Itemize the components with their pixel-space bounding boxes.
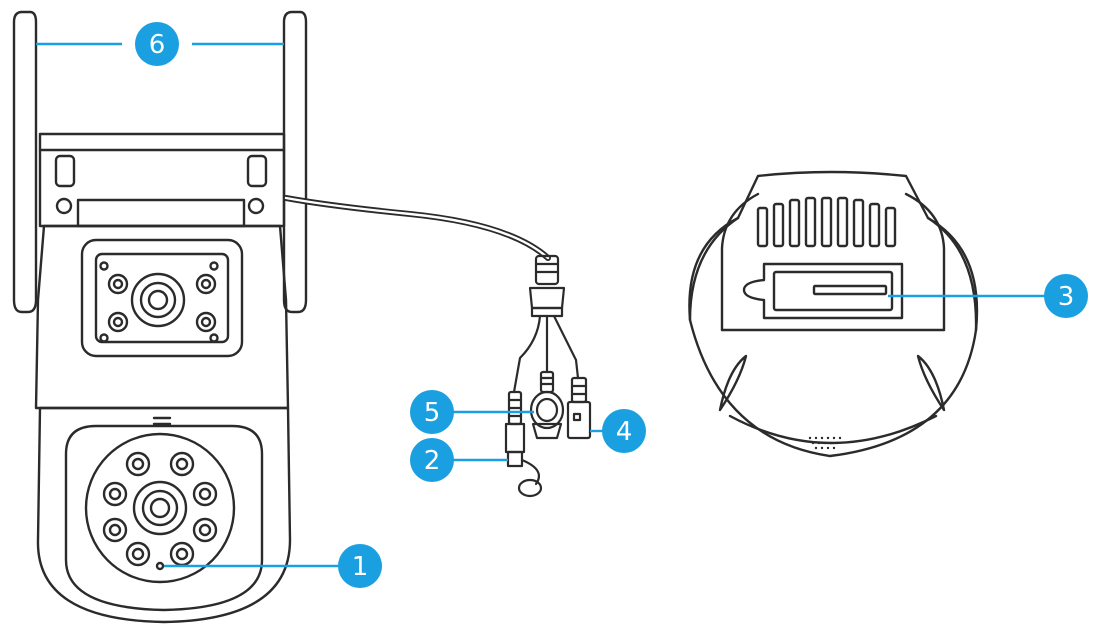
vent-grille (756, 196, 897, 248)
network-port-connector (566, 376, 592, 440)
callout-5: 5 (410, 390, 454, 434)
callout-2: 2 (410, 438, 454, 482)
cable-connectors (283, 195, 592, 498)
callout-1: 1 (338, 544, 382, 588)
dc-power-connector (504, 390, 543, 498)
ethernet-connector (529, 370, 565, 440)
camera-front-view (12, 10, 308, 624)
callout-label: 2 (424, 446, 441, 476)
callout-3: 3 (1044, 274, 1088, 318)
antenna-right (282, 10, 308, 314)
leader-lines (36, 42, 1046, 568)
callout-label: 5 (424, 398, 441, 428)
callout-label: 6 (149, 30, 166, 60)
reset-hole (155, 561, 165, 571)
mount-bracket (38, 132, 286, 228)
callout-4: 4 (602, 409, 646, 453)
callout-label: 1 (352, 552, 369, 582)
callout-6: 6 (135, 22, 179, 66)
antenna-left (12, 10, 38, 314)
sd-card-slot (742, 262, 904, 320)
upper-body (34, 224, 290, 410)
camera-bottom-view (688, 170, 979, 458)
callout-label: 3 (1058, 282, 1075, 312)
speaker-grille (808, 436, 842, 450)
callout-label: 4 (616, 417, 633, 447)
lower-dome (36, 406, 292, 624)
